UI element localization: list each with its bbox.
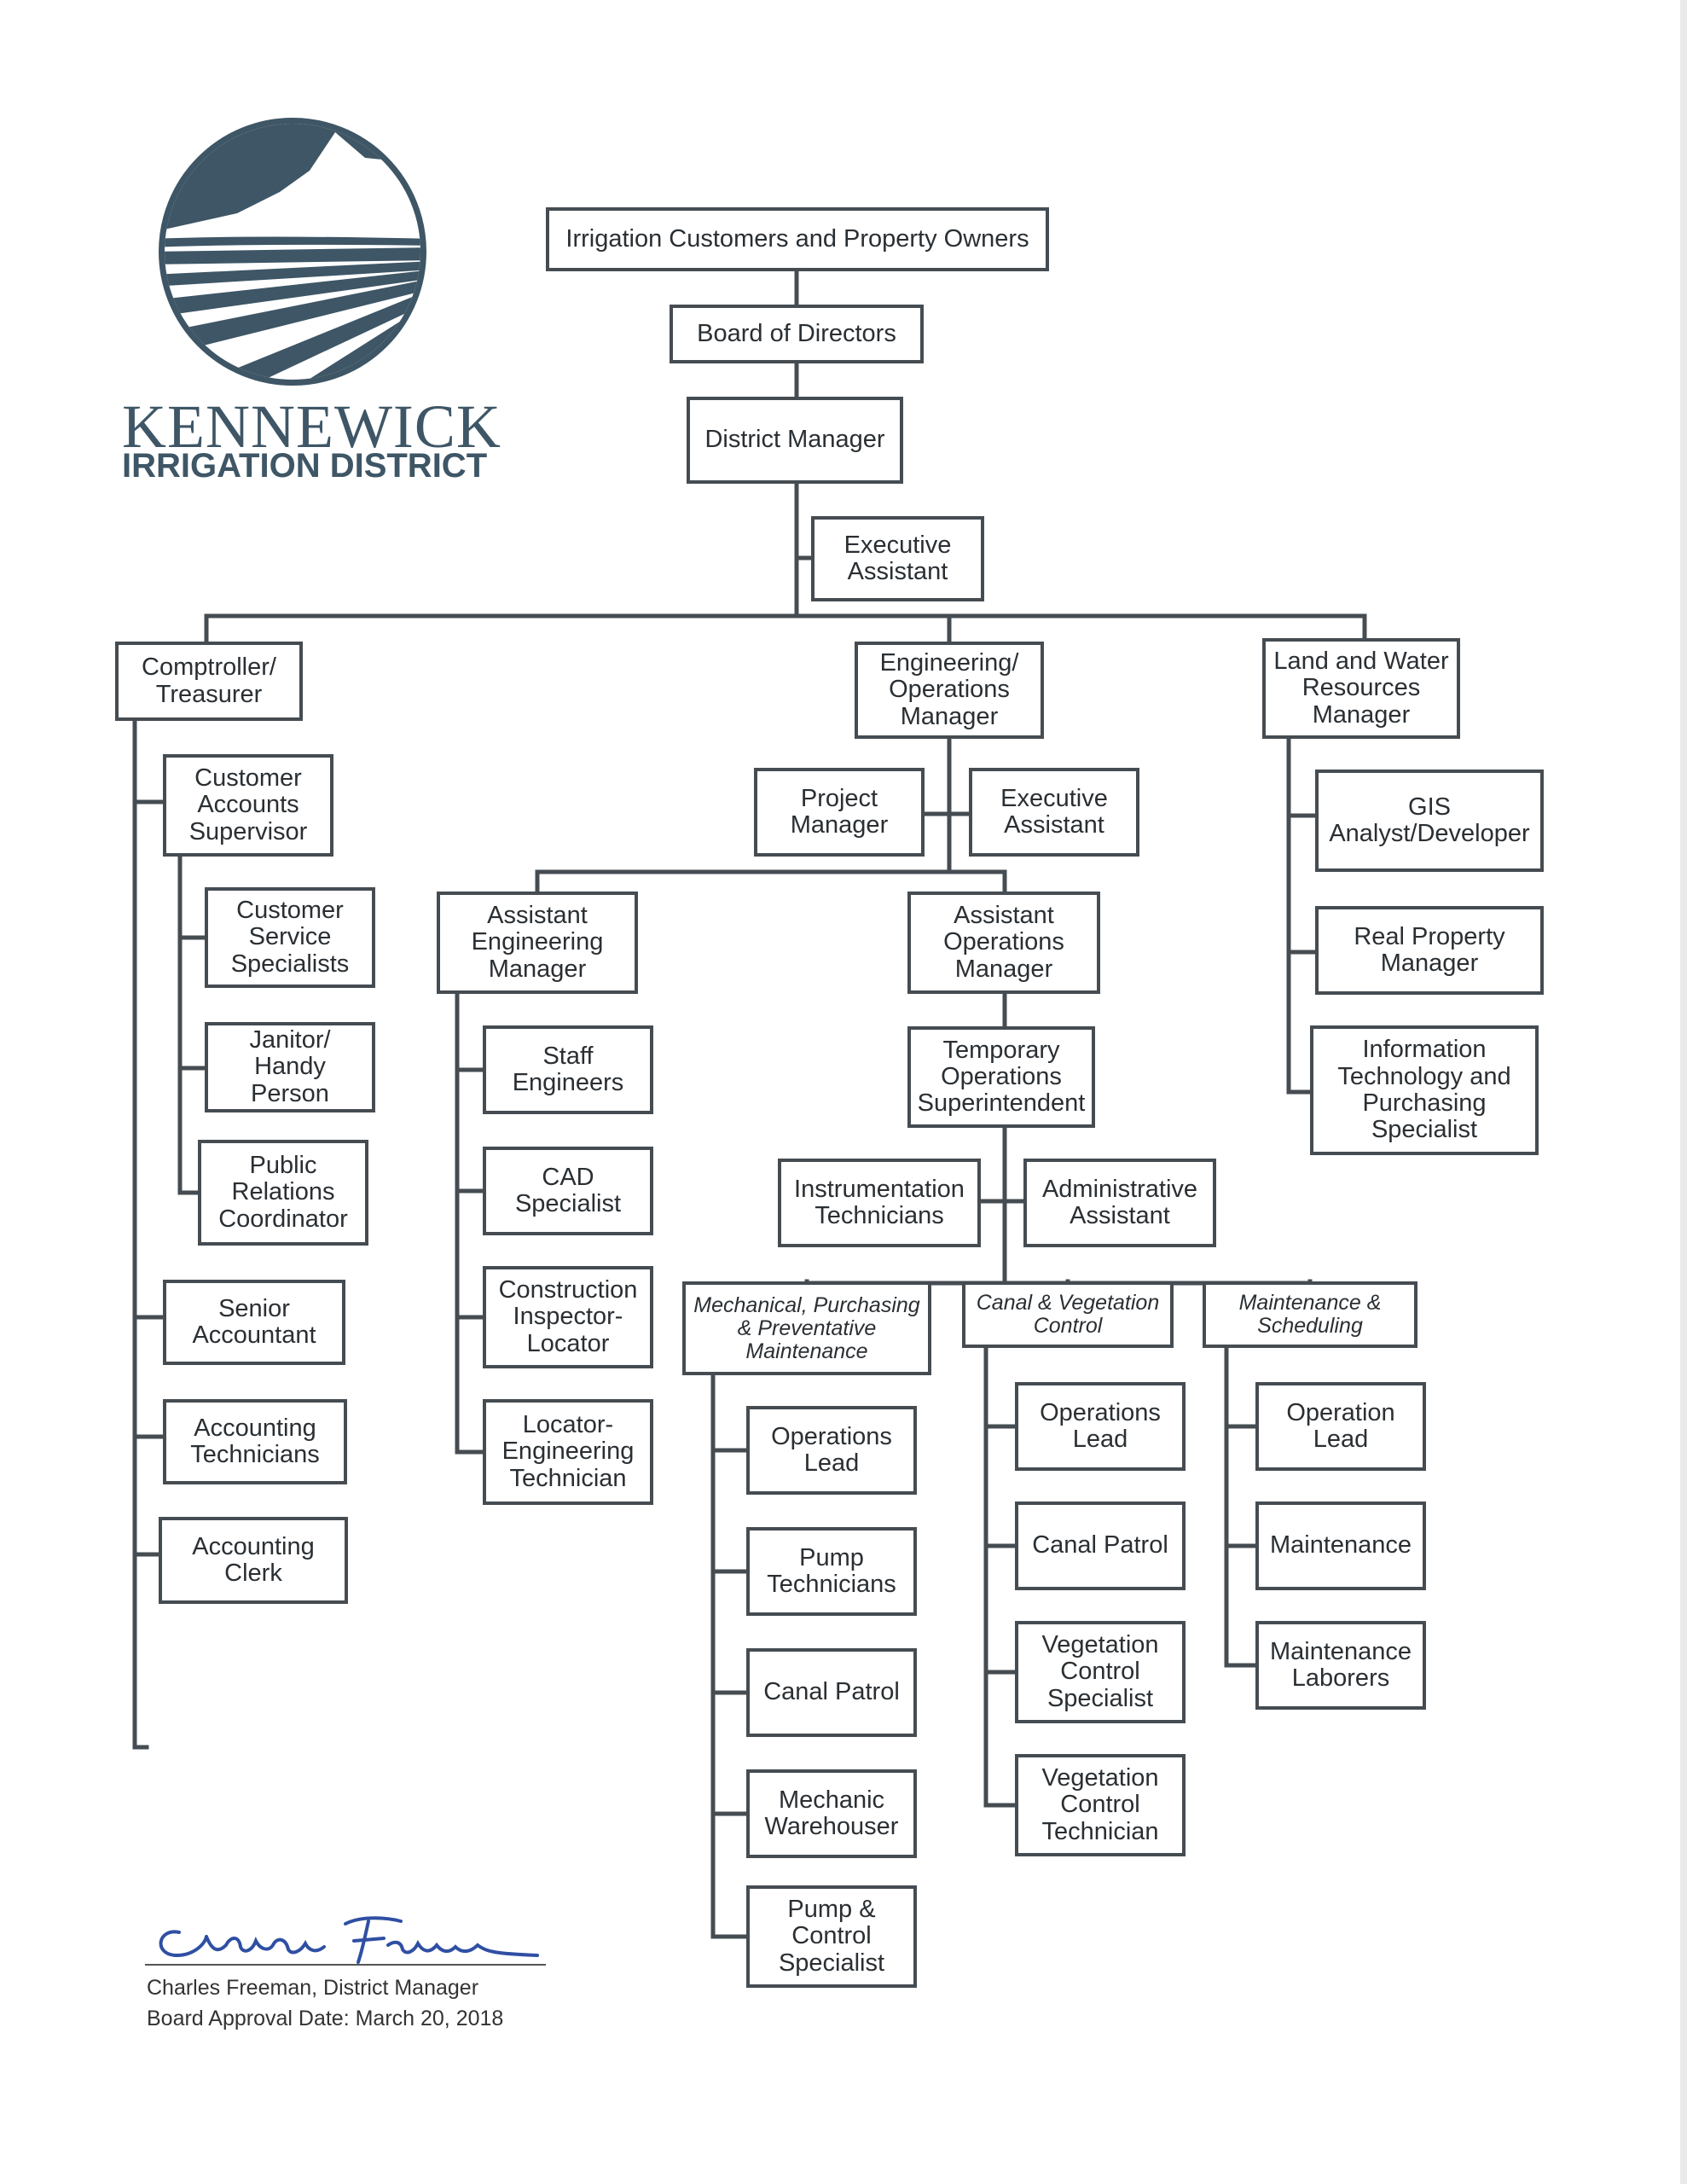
- node-vegetation-control-technician: Vegetation Control Technician: [1015, 1754, 1186, 1856]
- node-customer-service-specialists: Customer Service Specialists: [205, 887, 375, 988]
- logo-title: KENNEWICK: [122, 392, 501, 461]
- node-maintenance: Maintenance: [1255, 1502, 1426, 1590]
- node-locator-engineering-technician: Locator- Engineering Technician: [483, 1399, 653, 1505]
- node-vegetation-control-specialist: Vegetation Control Specialist: [1015, 1621, 1186, 1723]
- node-land-water-resources-manager: Land and Water Resources Manager: [1262, 638, 1460, 739]
- node-board-of-directors: Board of Directors: [670, 305, 924, 363]
- node-operation-lead-maintenance: Operation Lead: [1255, 1382, 1426, 1471]
- node-operations-lead-canal: Operations Lead: [1015, 1382, 1186, 1471]
- node-assistant-engineering-manager: Assistant Engineering Manager: [437, 892, 638, 994]
- node-canal-patrol-canal: Canal Patrol: [1015, 1502, 1186, 1590]
- signature-name-line: Charles Freeman, District Manager: [147, 1976, 479, 2000]
- node-construction-inspector-locator: Construction Inspector- Locator: [483, 1266, 653, 1368]
- node-pump-control-specialist: Pump & Control Specialist: [746, 1885, 917, 1988]
- node-canal-patrol-mechanical: Canal Patrol: [746, 1648, 917, 1737]
- node-administrative-assistant: Administrative Assistant: [1023, 1159, 1216, 1247]
- kennewick-logo-icon: [159, 118, 426, 386]
- node-pump-technicians: Pump Technicians: [746, 1527, 917, 1616]
- node-comptroller-treasurer: Comptroller/ Treasurer: [115, 642, 303, 721]
- signature-rule: [145, 1964, 546, 1966]
- node-executive-assistant-engineering: Executive Assistant: [969, 768, 1139, 857]
- scan-edge-shadow: [1680, 0, 1687, 2184]
- logo-subtitle: IRRIGATION DISTRICT: [122, 447, 488, 485]
- node-maintenance-laborers: Maintenance Laborers: [1255, 1621, 1426, 1710]
- node-instrumentation-technicians: Instrumentation Technicians: [778, 1159, 981, 1247]
- node-janitor-handy-person: Janitor/ Handy Person: [205, 1022, 375, 1112]
- node-mechanic-warehouser: Mechanic Warehouser: [746, 1769, 917, 1858]
- node-operations-lead-mechanical: Operations Lead: [746, 1406, 917, 1495]
- node-accounting-technicians: Accounting Technicians: [163, 1399, 347, 1484]
- node-cad-specialist: CAD Specialist: [483, 1147, 653, 1235]
- node-maintenance-scheduling: Maintenance & Scheduling: [1203, 1281, 1417, 1348]
- node-public-relations-coordinator: Public Relations Coordinator: [198, 1140, 368, 1246]
- approval-date-line: Board Approval Date: March 20, 2018: [147, 2007, 504, 2030]
- node-gis-analyst-developer: GIS Analyst/Developer: [1315, 770, 1544, 872]
- node-assistant-operations-manager: Assistant Operations Manager: [907, 892, 1100, 994]
- node-customer-accounts-supervisor: Customer Accounts Supervisor: [163, 754, 333, 857]
- node-temporary-operations-superintendent: Temporary Operations Superintendent: [907, 1026, 1095, 1128]
- node-district-manager: District Manager: [687, 397, 903, 484]
- handwritten-signature: [159, 1916, 539, 1964]
- node-information-technology-purchasing-specialist: Information Technology and Purchasing Sp…: [1310, 1025, 1539, 1155]
- node-senior-accountant: Senior Accountant: [163, 1280, 345, 1365]
- node-canal-vegetation-control: Canal & Vegetation Control: [962, 1281, 1174, 1348]
- node-engineering-operations-manager: Engineering/ Operations Manager: [855, 642, 1044, 739]
- node-project-manager: Project Manager: [754, 768, 925, 857]
- node-mechanical-purchasing-preventative-maintenance: Mechanical, Purchasing & Preventative Ma…: [682, 1281, 931, 1375]
- node-irrigation-customers: Irrigation Customers and Property Owners: [546, 207, 1049, 271]
- node-accounting-clerk: Accounting Clerk: [159, 1517, 348, 1604]
- node-executive-assistant-top: Executive Assistant: [811, 516, 984, 601]
- node-real-property-manager: Real Property Manager: [1315, 906, 1544, 995]
- node-staff-engineers: Staff Engineers: [483, 1025, 653, 1114]
